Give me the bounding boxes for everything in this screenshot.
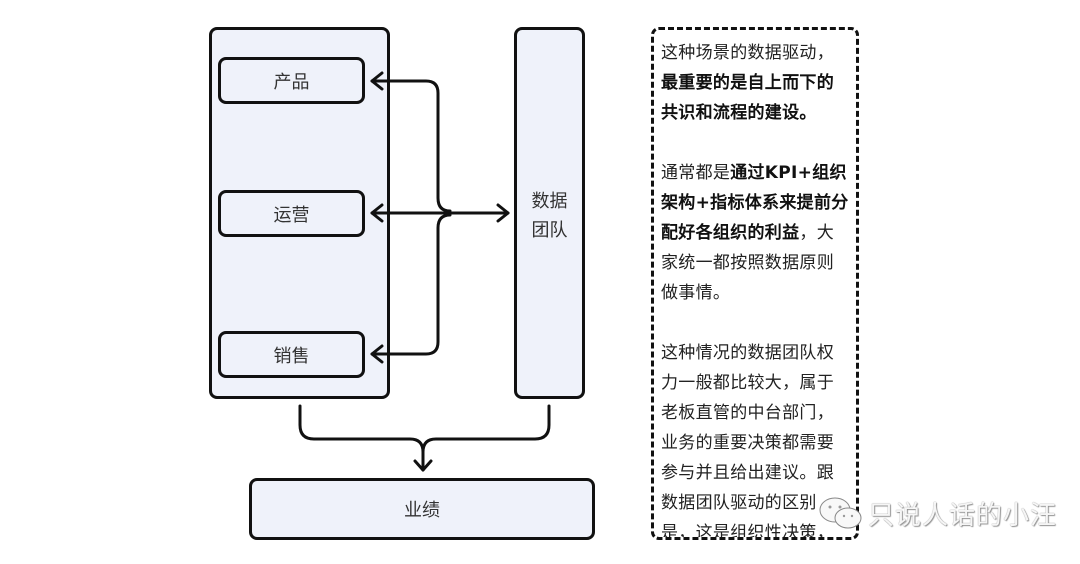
arrowhead-sales-icon <box>370 344 384 364</box>
connector-sales <box>370 213 452 356</box>
watermark-text: 只说人话的小汪 <box>868 501 1058 531</box>
node-operations[interactable]: 运营 <box>218 190 365 237</box>
note-paragraph-3: 这种情况的数据团队权力一般都比较大，属于老板直管的中台部门，业务的重要决策都需要… <box>661 338 850 540</box>
explanation-note: 这种场景的数据驱动， 最重要的是自上而下的共识和流程的建设。 通常都是通过KPI+… <box>651 27 859 540</box>
data-team-label-line2: 团队 <box>531 220 568 241</box>
data-team-label-line1: 数据 <box>531 191 568 212</box>
connector-business-to-performance <box>298 404 425 454</box>
note-paragraph-2: 通常都是通过KPI+组织架构+指标体系来提前分配好各组织的利益，大家统一都按照数… <box>661 158 850 308</box>
note-p3-text: 这种情况的数据团队权力一般都比较大，属于老板直管的中台部门，业务的重要决策都需要… <box>661 343 834 540</box>
arrowhead-performance-icon <box>413 459 433 472</box>
arrowhead-product-icon <box>370 71 384 91</box>
node-product[interactable]: 产品 <box>218 57 365 104</box>
wechat-icon <box>819 497 862 528</box>
connector-data-team-to-performance <box>421 404 551 472</box>
note-p2-post: ，大家统一都按照数据原则做事情。 <box>661 223 835 303</box>
watermark: 只说人话的小汪 <box>818 495 1057 532</box>
note-paragraph-1: 这种场景的数据驱动， 最重要的是自上而下的共识和流程的建设。 <box>661 38 850 128</box>
node-sales[interactable]: 销售 <box>218 331 365 378</box>
node-product-label: 产品 <box>273 71 310 93</box>
node-performance[interactable]: 业绩 <box>249 478 595 540</box>
note-p1-bold: 最重要的是自上而下的共识和流程的建设。 <box>661 73 834 123</box>
node-operations-label: 运营 <box>273 204 310 226</box>
note-p2-bold: 通过KPI+组织架构+指标体系来提前分配好各组织的利益 <box>661 163 849 243</box>
note-p2-pre: 通常都是 <box>661 163 731 183</box>
node-data-team[interactable]: 数据 团队 <box>514 27 585 399</box>
connector-product <box>370 79 452 213</box>
arrowhead-data-team-icon <box>496 203 510 223</box>
node-sales-label: 销售 <box>273 345 310 367</box>
node-performance-label: 业绩 <box>404 500 440 521</box>
arrowhead-operations-left-icon <box>370 203 384 223</box>
note-p1-text: 这种场景的数据驱动， <box>661 43 834 63</box>
